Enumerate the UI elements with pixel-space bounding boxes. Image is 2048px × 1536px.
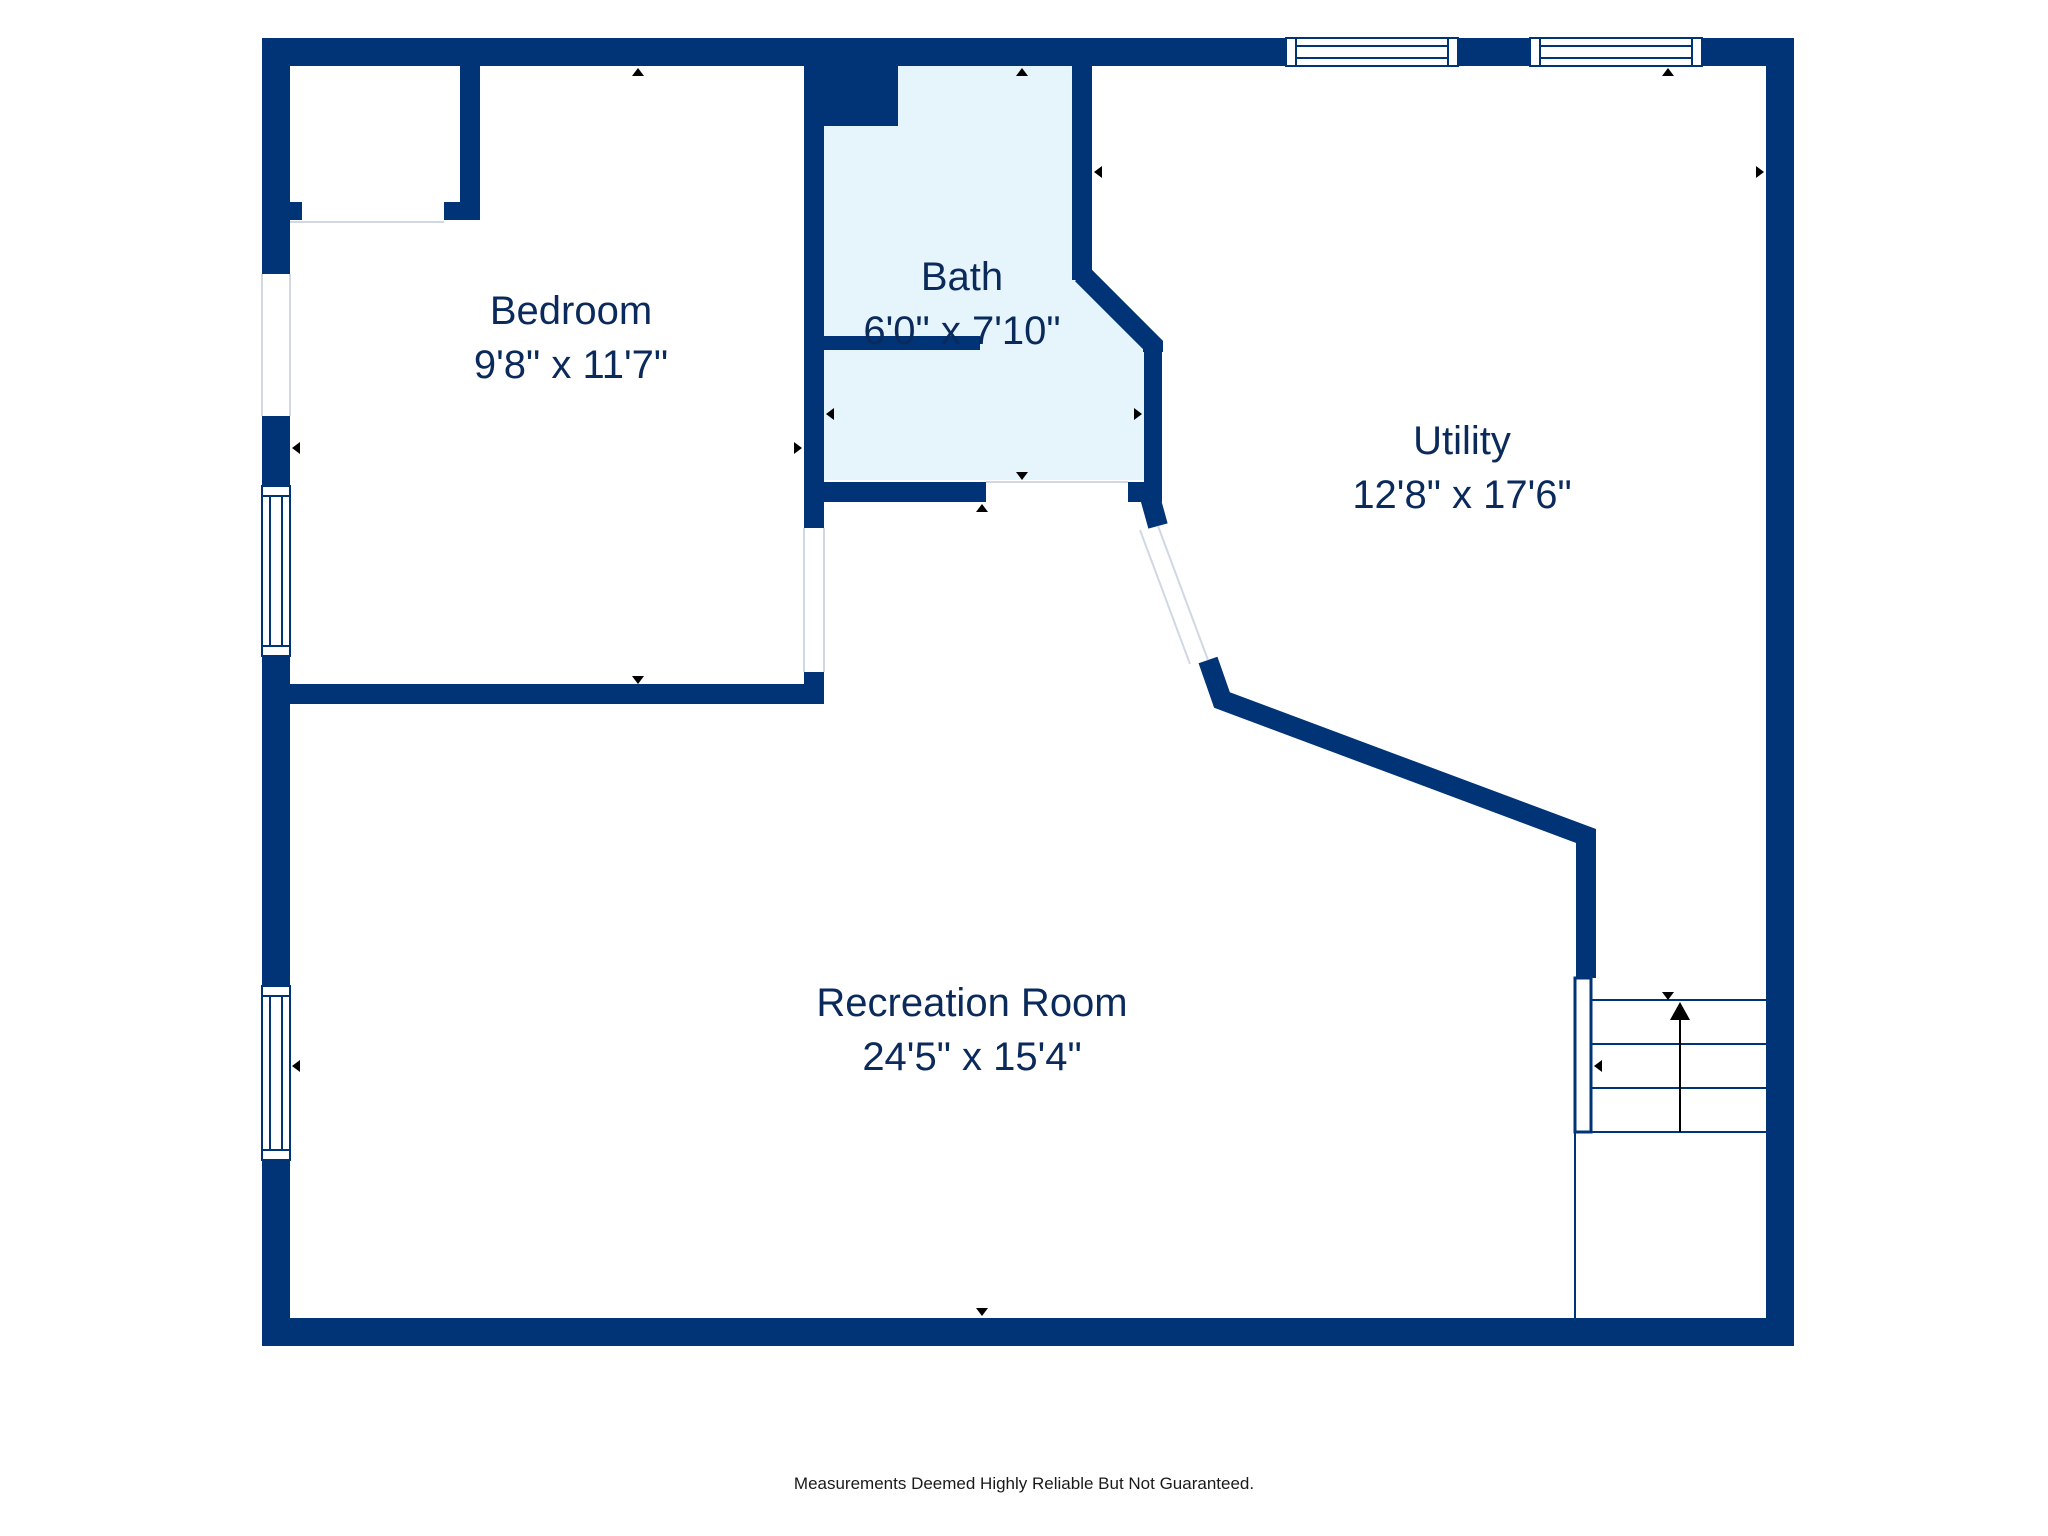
room-dimensions: 9'8" x 11'7"	[474, 343, 668, 387]
room-bedroom: Bedroom 9'8" x 11'7"	[474, 289, 668, 387]
window-left-recreation	[261, 985, 291, 1161]
window-top-2	[1529, 37, 1703, 67]
room-name: Bath	[921, 255, 1003, 299]
room-name: Bedroom	[490, 289, 652, 333]
room-utility: Utility 12'8" x 17'6"	[1352, 419, 1571, 517]
stairs	[1573, 976, 1766, 1318]
room-recreation: Recreation Room 24'5" x 15'4"	[816, 981, 1127, 1079]
room-name: Recreation Room	[816, 981, 1127, 1025]
room-bath: Bath 6'0" x 7'10"	[863, 255, 1060, 353]
bath-floor	[824, 66, 1148, 480]
window-top-1	[1285, 37, 1459, 67]
disclaimer-text: Measurements Deemed Highly Reliable But …	[793, 1474, 1255, 1493]
room-name: Utility	[1413, 419, 1511, 463]
angled-walls	[1074, 266, 1596, 978]
door-openings	[261, 221, 1209, 672]
measurement-markers	[292, 68, 1764, 1316]
window-left-bedroom	[261, 485, 291, 657]
room-dimensions: 6'0" x 7'10"	[863, 309, 1060, 353]
windows	[261, 37, 1703, 1161]
interior-walls	[290, 66, 1162, 704]
room-dimensions: 24'5" x 15'4"	[862, 1035, 1081, 1079]
stair-direction-arrow	[1670, 1002, 1690, 1020]
room-dimensions: 12'8" x 17'6"	[1352, 473, 1571, 517]
